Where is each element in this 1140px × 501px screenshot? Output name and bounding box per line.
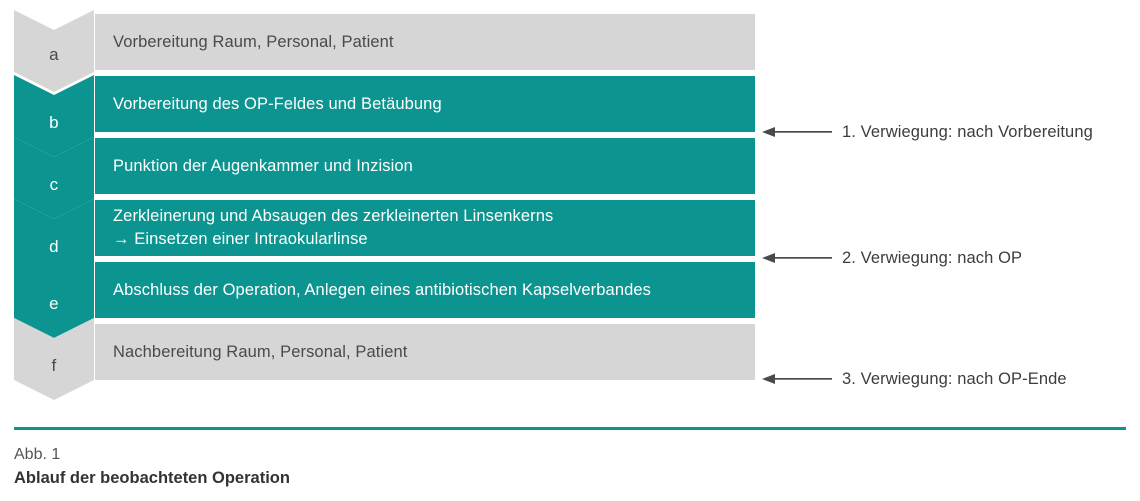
left-arrow-icon [762, 374, 832, 384]
left-arrow-icon [762, 253, 832, 263]
annotation-3-label: 3. Verwiegung: nach OP-Ende [842, 370, 1067, 388]
figure-caption-number: Abb. 1 [14, 446, 61, 463]
footer-divider [14, 427, 1126, 430]
annotation-1: 1. Verwiegung: nach Vorbereitung [762, 122, 1093, 142]
process-step-bar-b: Vorbereitung des OP-Feldes und Betäubung [95, 76, 755, 132]
process-step-marker-label-d: d [49, 237, 59, 256]
annotation-3: 3. Verwiegung: nach OP-Ende [762, 369, 1067, 389]
process-step-text-b: Vorbereitung des OP-Feldes und Betäubung [113, 94, 442, 113]
left-arrow-icon [762, 127, 832, 137]
process-step-marker-label-a: a [49, 45, 59, 64]
annotation-2-label: 2. Verwiegung: nach OP [842, 249, 1023, 267]
annotation-2: 2. Verwiegung: nach OP [762, 248, 1022, 268]
process-step-bar-a: Vorbereitung Raum, Personal, Patient [95, 14, 755, 70]
process-step-text-c: Punktion der Augenkammer und Inzision [113, 156, 413, 175]
process-step-marker-label-f: f [51, 356, 57, 375]
process-step-bar-e: Abschluss der Operation, Anlegen eines a… [95, 262, 755, 318]
process-step-bar-c: Punktion der Augenkammer und Inzision [95, 138, 755, 194]
process-step-text-f: Nachbereitung Raum, Personal, Patient [113, 342, 408, 361]
process-step-marker-label-c: c [49, 175, 59, 194]
process-step-text-e: Abschluss der Operation, Anlegen eines a… [113, 280, 651, 299]
annotation-1-label: 1. Verwiegung: nach Vorbereitung [842, 123, 1093, 141]
process-step-marker-label-b: b [49, 113, 59, 132]
process-step-bar-d: Zerkleinerung und Absaugen des zerkleine… [95, 200, 755, 256]
process-step-bar-f: Nachbereitung Raum, Personal, Patient [95, 324, 755, 380]
process-step-text-a: Vorbereitung Raum, Personal, Patient [113, 32, 394, 51]
process-step-marker-label-e: e [49, 294, 59, 313]
process-step-marker-a: a [14, 10, 94, 92]
process-step-marker-column: a b c d e f [14, 0, 94, 420]
process-step-text-d: Zerkleinerung und Absaugen des zerkleine… [113, 207, 554, 248]
figure-caption: Abb. 1 Ablauf der beobachteten Operation [14, 444, 1014, 489]
figure-caption-title: Ablauf der beobachteten Operation [14, 469, 290, 487]
